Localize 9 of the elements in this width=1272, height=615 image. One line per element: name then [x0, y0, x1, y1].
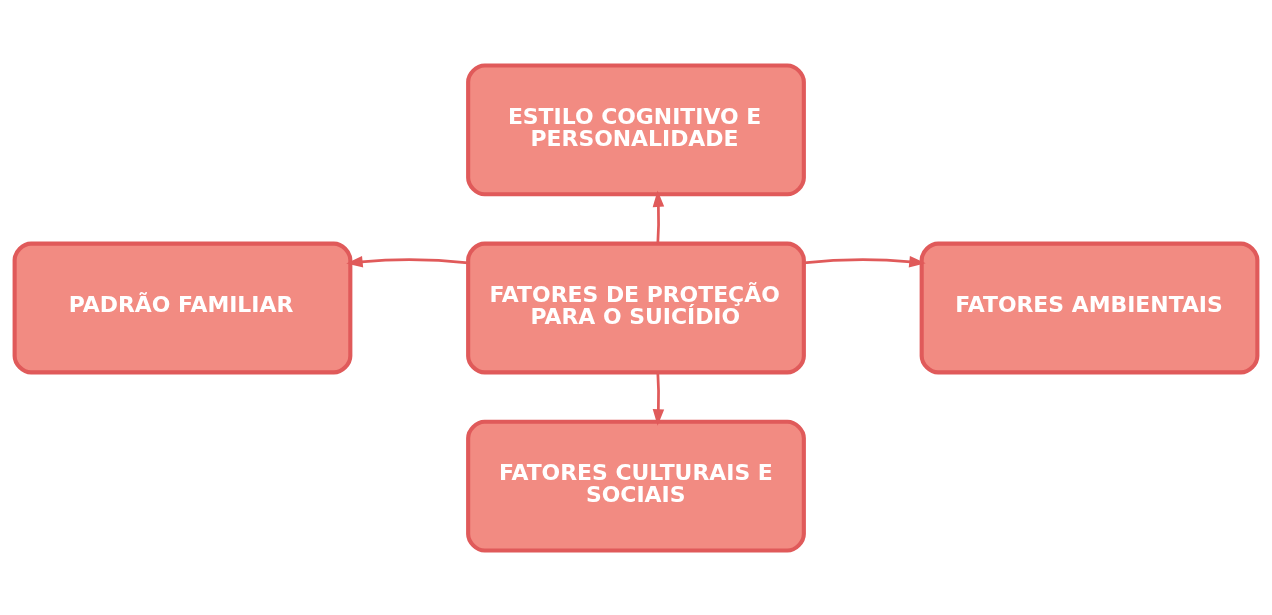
node-box: FATORES CULTURAIS E SOCIAIS — [466, 419, 806, 553]
arrow — [652, 372, 665, 426]
arrow — [652, 189, 665, 243]
node-box: FATORES DE PROTEÇÃO PARA O SUICÍDIO — [466, 241, 806, 374]
arrow — [346, 255, 469, 267]
arrow — [803, 255, 926, 267]
node-box: FATORES AMBIENTAIS — [919, 241, 1260, 374]
node-box: ESTILO COGNITIVO E PERSONALIDADE — [466, 62, 806, 196]
node-box: PADRÃO FAMILIAR — [12, 241, 353, 374]
